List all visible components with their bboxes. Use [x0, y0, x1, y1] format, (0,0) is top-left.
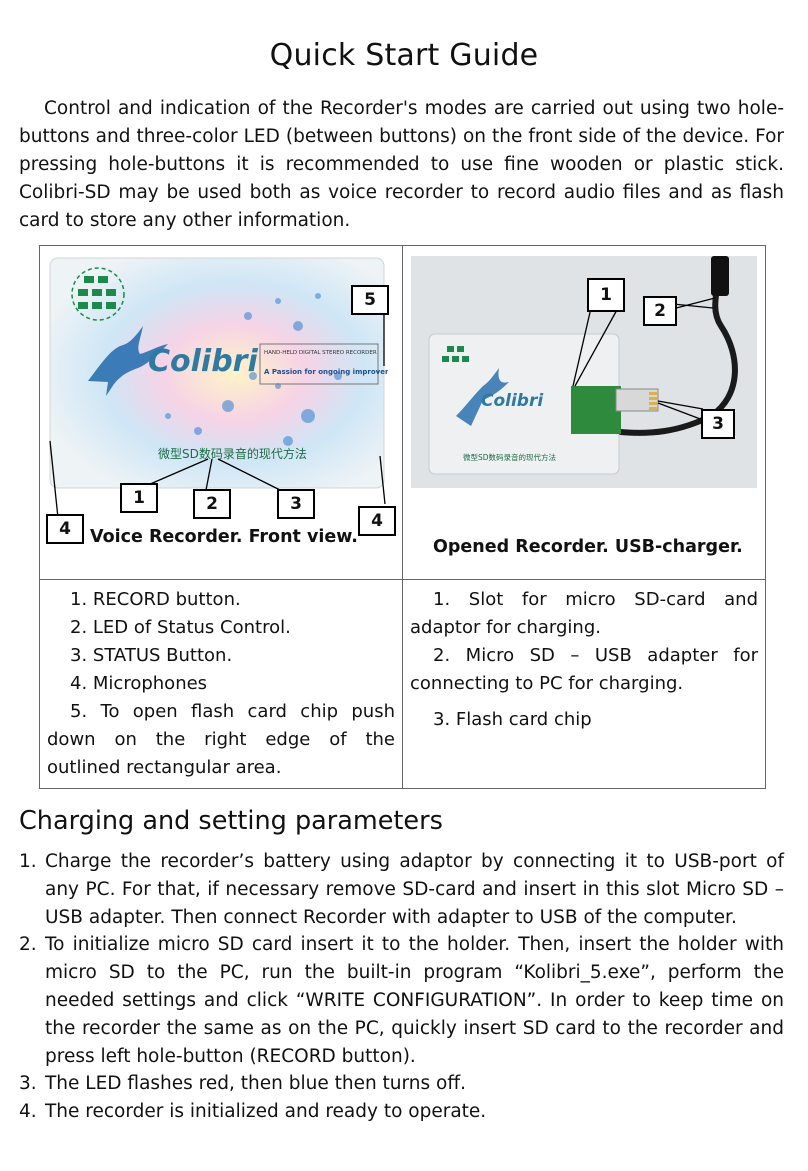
opened-view-items: 1. Slot for micro SD-card and adaptor fo…: [402, 579, 766, 789]
step-number: 3.: [19, 1073, 37, 1095]
hummingbird-icon: [88, 326, 168, 396]
card-slogan: A Passion for ongoing improvement: [264, 368, 388, 376]
step-item: 4. The recorder is initialized and ready…: [19, 1098, 784, 1126]
callout-4-left: 4: [46, 514, 84, 544]
callout-2-opened: 2: [643, 296, 677, 326]
callout-3-opened: 3: [701, 409, 735, 439]
front-view-items: 1. RECORD button. 2. LED of Status Contr…: [39, 579, 403, 789]
list-item: 3. STATUS Button.: [70, 645, 233, 666]
list-item: 1. RECORD button.: [70, 589, 241, 610]
card-brand: Colibri: [148, 344, 258, 379]
page-title: Quick Start Guide: [269, 38, 539, 73]
step-item: 2. To initialize micro SD card insert it…: [19, 931, 784, 1070]
step-text: To initialize micro SD card insert it to…: [45, 934, 784, 1067]
card-small-text: HAND-HELD DIGITAL STEREO RECORDER: [264, 350, 377, 356]
step-number: 2.: [19, 934, 37, 956]
list-item: 5. To open flash card chip push down on …: [47, 701, 395, 778]
step-number: 1.: [19, 851, 37, 872]
list-item: 2. Micro SD – USB adapter for connecting…: [410, 645, 758, 694]
step-item: 1. Charge the recorder’s battery using a…: [19, 848, 784, 931]
front-view-caption: Voice Recorder. Front view.: [90, 527, 358, 547]
callout-1-opened: 1: [587, 278, 625, 312]
opened-view-caption: Opened Recorder. USB-charger.: [433, 537, 743, 557]
card-chinese-opened: 微型SD数码录音的现代方法: [463, 452, 557, 462]
opened-view-cell: Colibri 微型SD数码录音的现代方法 1: [402, 245, 766, 580]
opened-view-photo: Colibri 微型SD数码录音的现代方法: [411, 256, 757, 488]
list-item: 2. LED of Status Control.: [70, 617, 291, 638]
card-brand-opened: Colibri: [481, 391, 544, 411]
step-text: Charge the recorder’s battery using adap…: [45, 851, 784, 928]
callout-3: 3: [277, 489, 315, 519]
list-item: 1. Slot for micro SD-card and adaptor fo…: [410, 589, 758, 638]
card-chinese-text: 微型SD数码录音的现代方法: [158, 446, 307, 461]
intro-paragraph: Control and indication of the Recorder's…: [19, 98, 784, 231]
step-text: The LED flashes red, then blue then turn…: [45, 1073, 467, 1095]
list-item: 4. Microphones: [70, 673, 208, 694]
sd-adapter: [571, 386, 621, 434]
figure-table: Colibri HAND-HELD DIGITAL STEREO RECORDE…: [39, 245, 766, 789]
bokeh-dots: [165, 293, 342, 446]
flash-card-chip: [615, 388, 659, 412]
callout-1: 1: [120, 483, 158, 513]
card-body: [49, 257, 385, 489]
list-item: 3. Flash card chip: [433, 709, 592, 730]
front-view-photo: Colibri HAND-HELD DIGITAL STEREO RECORDE…: [49, 257, 388, 489]
callout-5: 5: [351, 285, 389, 315]
step-number: 4.: [19, 1101, 37, 1123]
step-text: The recorder is initialized and ready to…: [45, 1101, 487, 1123]
front-view-cell: Colibri HAND-HELD DIGITAL STEREO RECORDE…: [39, 245, 403, 580]
callout-2: 2: [193, 489, 231, 519]
step-item: 3. The LED flashes red, then blue then t…: [19, 1070, 784, 1098]
chip-logo-icon: [71, 267, 125, 321]
charging-steps: 1. Charge the recorder’s battery using a…: [19, 848, 784, 1126]
flash-chip-outline: [259, 343, 379, 385]
section-heading: Charging and setting parameters: [19, 806, 443, 836]
opened-view-leaders: [572, 297, 716, 421]
callout-4-right: 4: [358, 506, 396, 536]
